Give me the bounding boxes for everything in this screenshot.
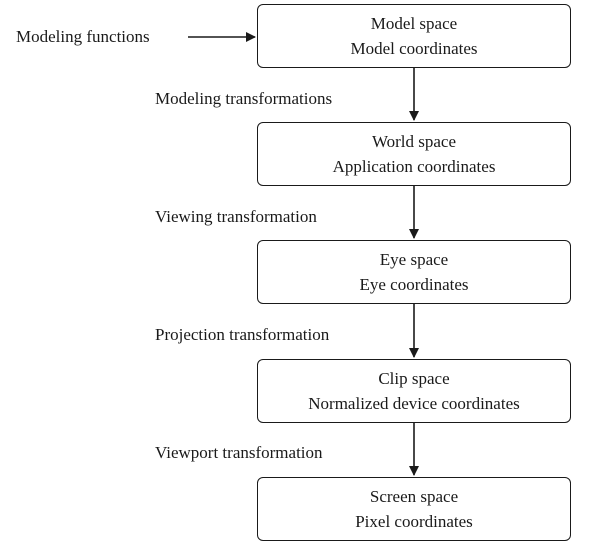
stage-subtitle: Model coordinates [350, 39, 478, 58]
stage-title: World space [371, 132, 457, 151]
stage-title: Eye space [379, 250, 449, 269]
stage-title: Clip space [378, 369, 450, 388]
stage-world-space: World space Application coordinates [257, 122, 571, 186]
stage-subtitle: Application coordinates [332, 157, 496, 176]
stage-subtitle: Pixel coordinates [355, 512, 473, 531]
stage-clip-space: Clip space Normalized device coordinates [257, 359, 571, 423]
stage-model-space: Model space Model coordinates [257, 4, 571, 68]
stage-subtitle: Eye coordinates [359, 275, 469, 294]
transformation-label-modeling: Modeling transformations [155, 89, 333, 108]
transformation-label-viewing: Viewing transformation [155, 207, 317, 226]
stage-title: Screen space [369, 487, 459, 506]
stage-screen-space: Screen space Pixel coordinates [257, 477, 571, 541]
transformation-label-projection: Projection transformation [155, 325, 330, 344]
transformation-label-viewport: Viewport transformation [155, 443, 323, 462]
stage-eye-space: Eye space Eye coordinates [257, 240, 571, 304]
input-label: Modeling functions [16, 27, 150, 46]
stage-title: Model space [370, 14, 458, 33]
stage-subtitle: Normalized device coordinates [308, 394, 520, 413]
